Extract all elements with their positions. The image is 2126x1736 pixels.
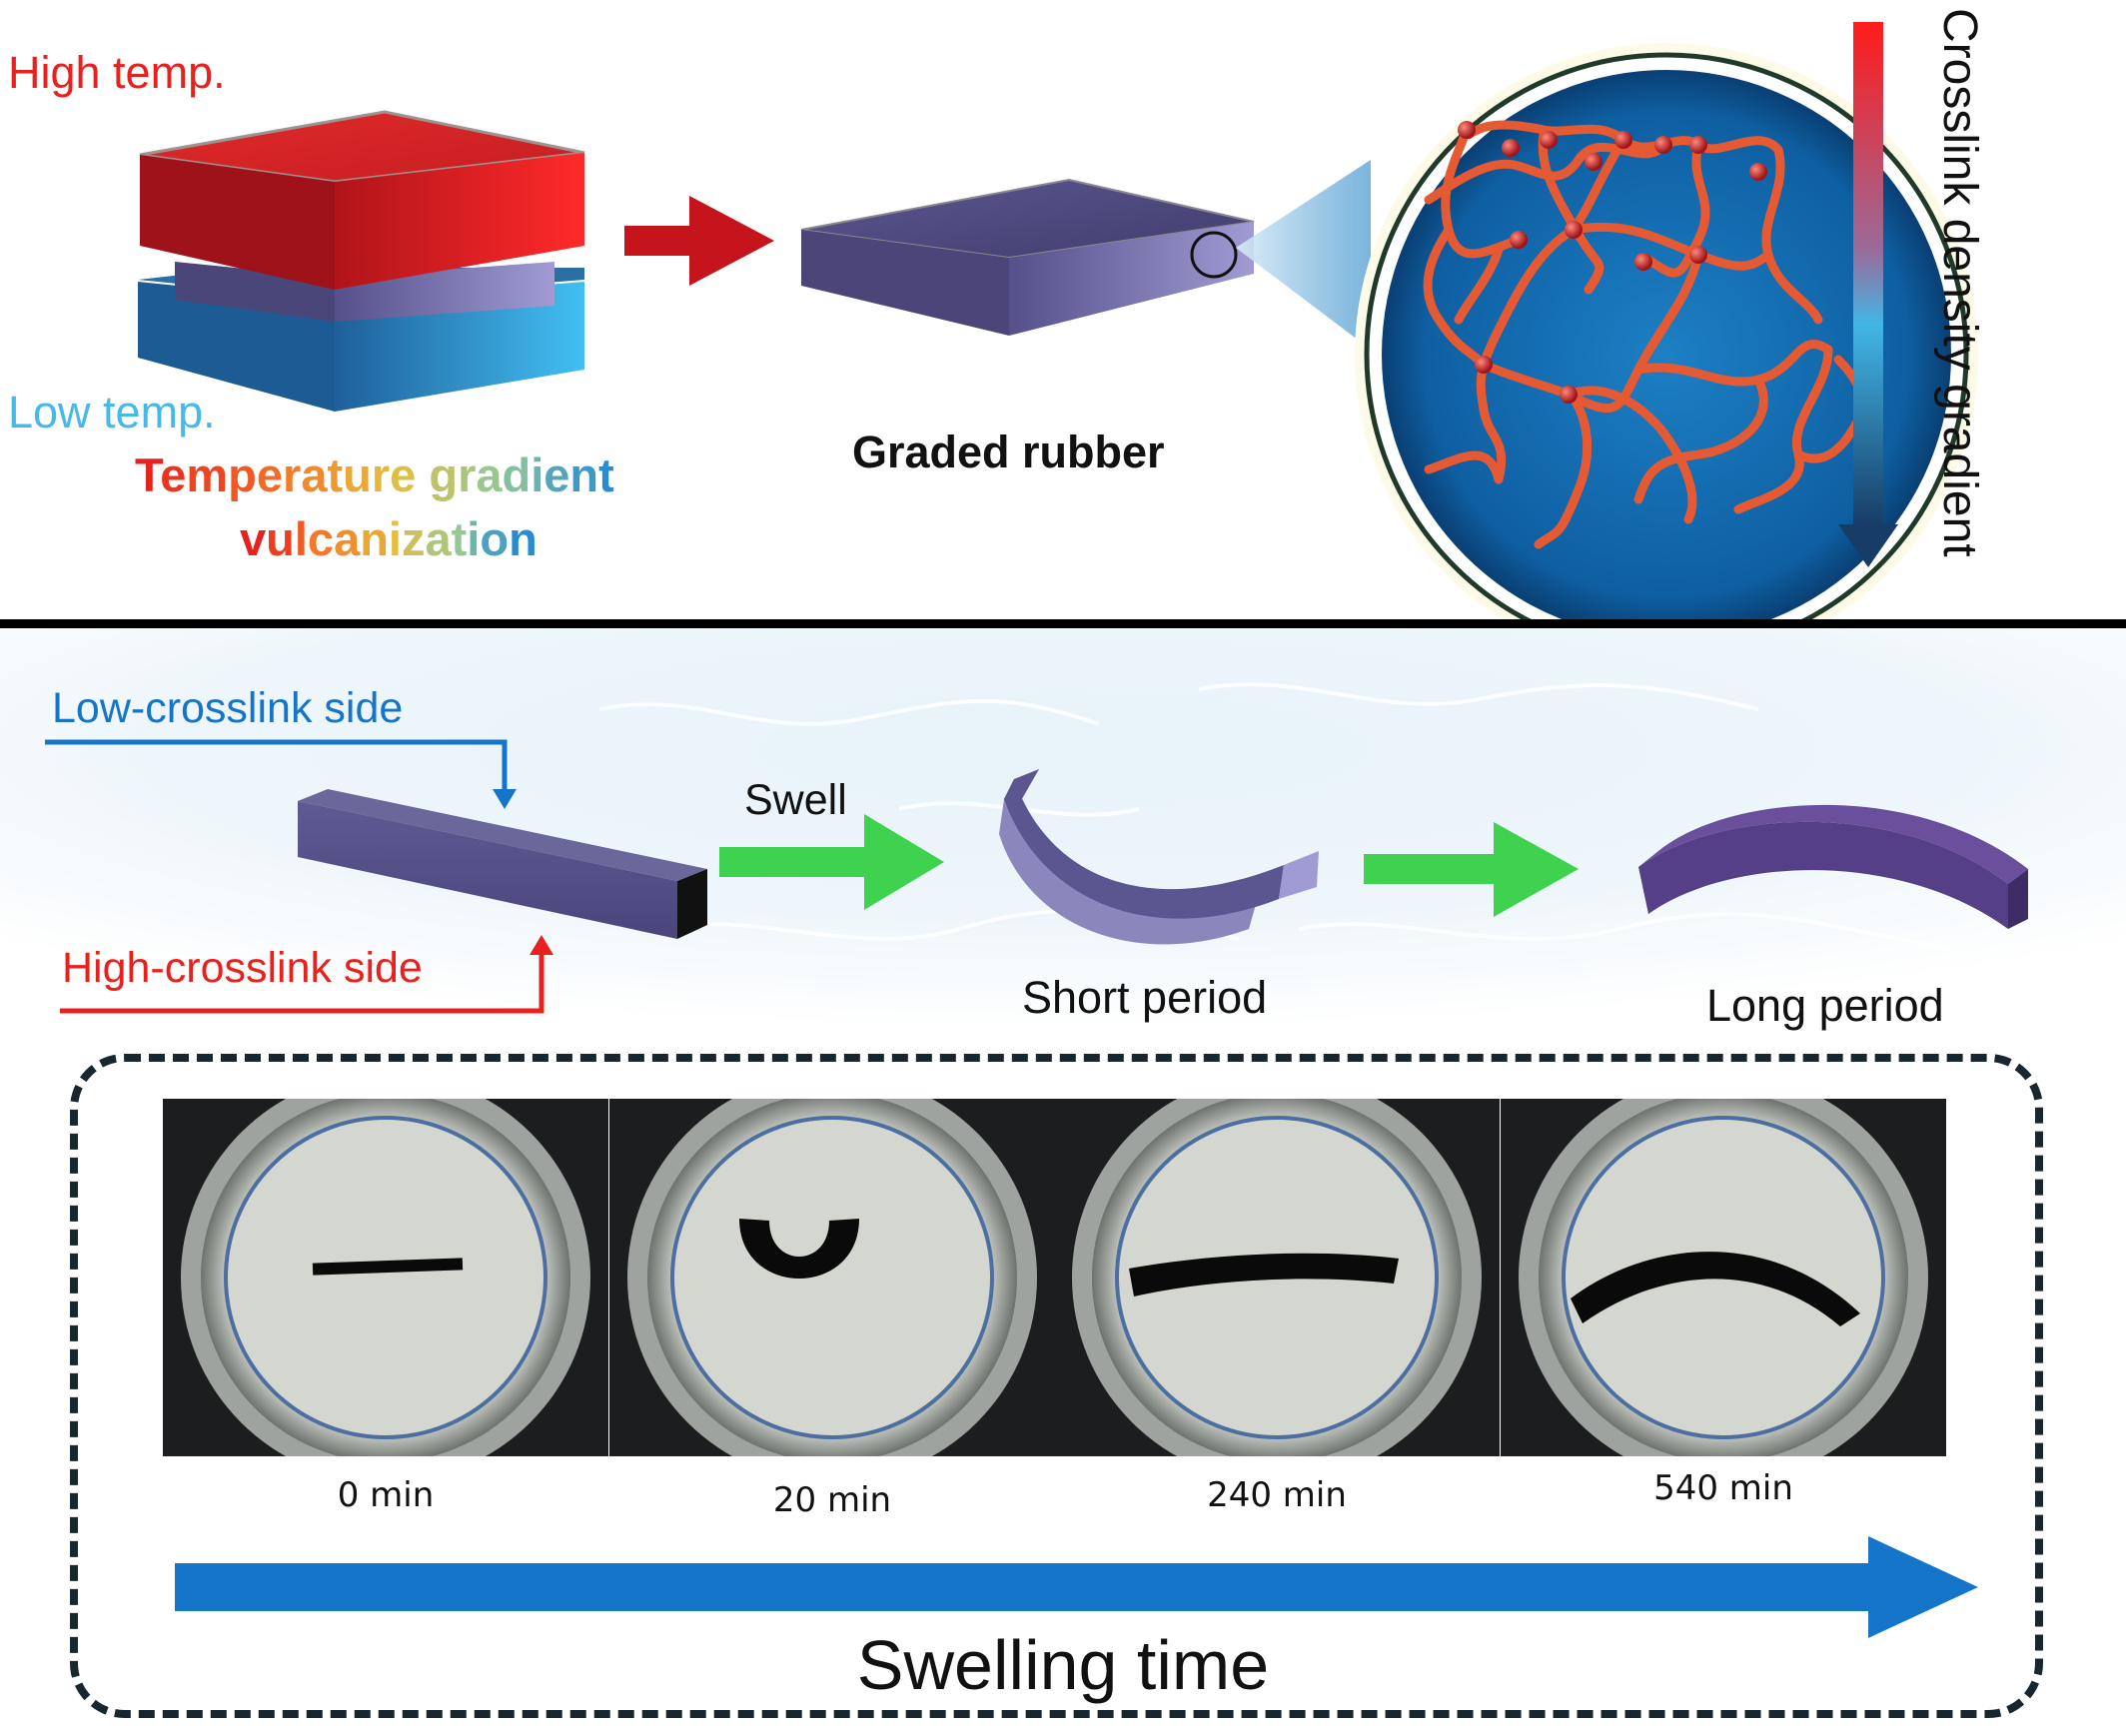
crosslink-points: [1458, 121, 1767, 404]
title-letter: m: [186, 448, 229, 501]
title-letter: e: [160, 448, 187, 501]
title-letter: i: [388, 512, 402, 565]
sample-strip: [1571, 1252, 1860, 1326]
top-diagram: [138, 22, 1978, 619]
high-temp-label: High temp.: [8, 47, 226, 98]
title-letter: d: [502, 448, 532, 501]
title-letter: c: [307, 512, 335, 565]
title-letter: i: [467, 512, 481, 565]
title-letter: e: [390, 448, 417, 501]
title-letter: a: [334, 512, 361, 565]
green-arrow-1-icon: [719, 814, 944, 910]
title-letter: e: [543, 448, 570, 501]
title-letter: u: [343, 448, 372, 501]
title-letter: u: [266, 512, 295, 565]
title-letter: t: [327, 448, 344, 501]
title-letter: a: [425, 512, 452, 565]
graded-rubber-label: Graded rubber: [852, 427, 1165, 477]
crosslink-gradient-label: Crosslink density gradient: [1933, 8, 1986, 557]
photo-time-label: 20 min: [772, 1480, 892, 1520]
arrow-down-icon: [1838, 22, 1898, 567]
title-letter: T: [135, 448, 161, 501]
photo-panel-border: [70, 1054, 2043, 1718]
photo-3: [1501, 1099, 1946, 1456]
high-side-pointer: [60, 951, 544, 1014]
temperature-gradient-title: Temperature gradient: [135, 451, 614, 498]
hot-plate-icon: [139, 110, 585, 290]
sample-strip: [1129, 1253, 1399, 1297]
zoom-beam: [1236, 160, 1371, 350]
photo-time-label: 540 min: [1653, 1468, 1793, 1508]
sample-strip: [312, 1258, 464, 1276]
photo-0: [163, 1099, 608, 1456]
photo-1: [609, 1099, 1055, 1456]
photo-2: [1054, 1099, 1500, 1456]
swelling-time-arrow: [175, 1536, 1978, 1638]
photo-time-label: 0 min: [337, 1475, 435, 1515]
title-letter: r: [283, 448, 302, 501]
sample-strip: [739, 1219, 859, 1279]
title-letter: a: [301, 448, 328, 501]
photo-time-label: 240 min: [1207, 1475, 1347, 1515]
u-curl-icon: [999, 769, 1319, 945]
title-letter: g: [429, 448, 459, 501]
title-letter: v: [240, 512, 267, 565]
title-letter: p: [228, 448, 257, 501]
title-letter: l: [294, 512, 308, 565]
low-temp-label: Low temp.: [8, 387, 216, 437]
title-letter: n: [360, 512, 389, 565]
swelling-time-label: Swelling time: [856, 1626, 1270, 1704]
middle-diagram: [0, 629, 2126, 1029]
rubber-slab-icon: [800, 178, 1255, 336]
low-side-pointer: [45, 739, 508, 794]
title-letter: r: [458, 448, 477, 501]
title-letter: t: [598, 448, 614, 501]
title-letter: n: [509, 512, 537, 565]
title-letter: r: [371, 448, 391, 501]
title-letter: i: [531, 448, 544, 501]
long-period-label: Long period: [1706, 980, 1944, 1031]
green-arrow-2-icon: [1364, 822, 1579, 917]
title-letter: e: [256, 448, 284, 501]
title-letter: t: [451, 512, 468, 565]
low-crosslink-label: Low-crosslink side: [52, 684, 404, 732]
high-crosslink-label: High-crosslink side: [62, 944, 423, 992]
arrow-right-icon: [624, 196, 774, 286]
section-divider: [0, 619, 2126, 628]
title-letter: z: [401, 512, 426, 565]
title-letter: a: [476, 448, 503, 501]
short-period-label: Short period: [1022, 972, 1268, 1023]
vulcanization-title: vulcanization: [240, 515, 537, 562]
rubber-bar-icon: [298, 789, 707, 939]
swell-label: Swell: [744, 776, 847, 824]
arched-bar-icon: [1638, 804, 2028, 929]
title-letter: n: [569, 448, 599, 501]
title-letter: o: [480, 512, 510, 565]
